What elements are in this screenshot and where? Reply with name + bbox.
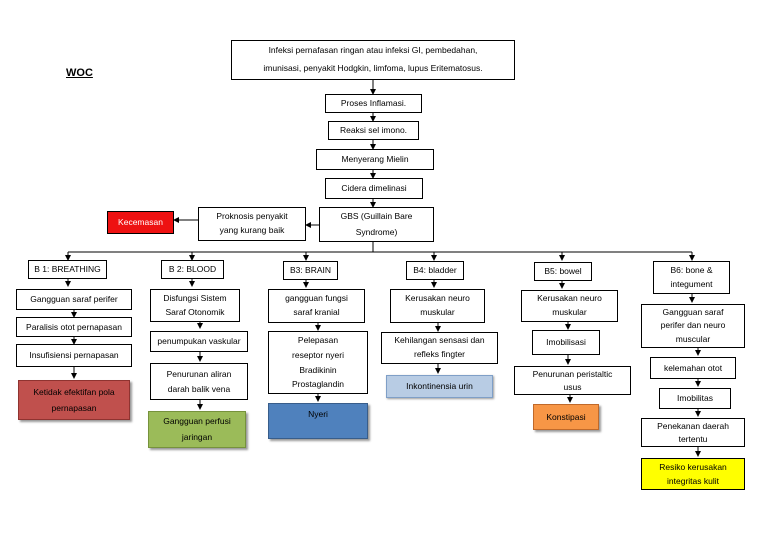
cause-line-1: Infeksi pernafasan ringan atau infeksi G… <box>268 45 478 56</box>
b2-item-3-line-2: darah balik vena <box>167 383 231 394</box>
b1-diagnosis-line-2: pernapasan <box>51 403 97 413</box>
b6-item-2: kelemahan otot <box>650 357 736 379</box>
b2-item-3-line-1: Penurunan aliran <box>166 369 232 380</box>
gbs-line-1: GBS (Guillain Bare <box>340 211 413 222</box>
b2-item-3: Penurunan aliran darah balik vena <box>150 363 248 400</box>
gbs-box: GBS (Guillain Bare Syndrome) <box>319 207 434 242</box>
b1-item-1: Gangguan saraf perifer <box>16 289 132 310</box>
b6-header-line-1: B6: bone & <box>670 264 713 275</box>
b6-header: B6: bone & integument <box>653 261 730 294</box>
b6-diagnosis-line-1: Resiko kerusakan <box>659 461 727 472</box>
b3-header: B3: BRAIN <box>283 261 338 280</box>
b3-item-1-line-2: saraf kranial <box>293 307 340 317</box>
cause-box: Infeksi pernafasan ringan atau infeksi G… <box>231 40 515 80</box>
b3-item-2: Pelepasan reseptor nyeri Bradikinin Pros… <box>268 331 368 394</box>
b2-item-1: Disfungsi Sistem Saraf Otonomik <box>150 289 240 322</box>
b5-item-3-line-2: usus <box>563 381 582 392</box>
b5-item-1-line-1: Kerusakan neuro <box>537 293 602 304</box>
b2-item-1-line-2: Saraf Otonomik <box>165 306 225 317</box>
b5-item-3: Penurunan peristaltic usus <box>514 366 631 395</box>
b2-diagnosis-line-2: jaringan <box>181 431 213 442</box>
b3-diagnosis: Nyeri <box>268 403 368 439</box>
proses-inflamasi-box: Proses Inflamasi. <box>325 94 422 113</box>
b6-item-3: Imobilitas <box>659 388 731 409</box>
cause-line-2: imunisasi, penyakit Hodgkin, limfoma, lu… <box>263 63 483 73</box>
b3-item-2-line-1: Pelepasan <box>297 334 339 345</box>
b2-item-1-line-1: Disfungsi Sistem <box>163 292 227 303</box>
b4-header: B4: bladder <box>406 261 464 280</box>
reaksi-sel-box: Reaksi sel imono. <box>328 121 419 140</box>
b3-item-2-line-4: Prostaglandin <box>292 379 344 390</box>
b3-item-1: gangguan fungsi saraf kranial <box>268 289 365 323</box>
b2-diagnosis: Gangguan perfusi jaringan <box>148 411 246 448</box>
menyerang-mielin-box: Menyerang Mielin <box>316 149 434 170</box>
b5-item-1: Kerusakan neuro muskular <box>521 290 618 322</box>
b1-diagnosis: Ketidak efektifan pola pernapasan <box>18 380 130 420</box>
cidera-box: Cidera dimelinasi <box>325 178 423 199</box>
b6-item-4-line-2: tertentu <box>678 433 708 444</box>
b6-diagnosis: Resiko kerusakan integritas kulit <box>641 458 745 490</box>
b6-item-1-line-2: perifer dan neuro <box>660 320 726 331</box>
b2-diagnosis-line-1: Gangguan perfusi <box>163 416 231 427</box>
b1-diagnosis-line-1: Ketidak efektifan pola <box>33 386 115 397</box>
b4-item-2: Kehilangan sensasi dan refleks fingter <box>381 332 498 364</box>
kecemasan-box: Kecemasan <box>107 211 174 234</box>
b4-item-1-line-2: muskular <box>420 307 455 317</box>
proknosis-line-1: Proknosis penyakit <box>216 211 288 222</box>
gbs-line-2: Syndrome) <box>355 226 398 237</box>
b1-header: B 1: BREATHING <box>28 260 107 279</box>
b6-item-1: Gangguan saraf perifer dan neuro muscula… <box>641 304 745 348</box>
proknosis-line-2: yang kurang baik <box>219 225 285 235</box>
b6-header-line-2: integument <box>670 278 713 289</box>
page-title: WOC <box>66 67 93 79</box>
b2-item-2: penumpukan vaskular <box>150 331 248 352</box>
b6-item-1-line-3: muscular <box>675 333 711 344</box>
b5-header: B5: bowel <box>534 262 592 281</box>
b4-item-2-line-2: refleks fingter <box>413 349 466 359</box>
b4-item-1-line-1: Kerusakan neuro <box>405 293 470 304</box>
b5-item-3-line-1: Penurunan peristaltic <box>532 368 613 379</box>
b4-item-2-line-1: Kehilangan sensasi dan <box>394 335 485 346</box>
b5-item-2: Imobilisasi <box>532 330 600 355</box>
proknosis-box: Proknosis penyakit yang kurang baik <box>198 207 306 241</box>
b5-item-1-line-2: muskular <box>552 307 587 317</box>
b4-item-1: Kerusakan neuro muskular <box>390 289 485 323</box>
b2-header: B 2: BLOOD <box>161 260 224 279</box>
b5-diagnosis: Konstipasi <box>533 404 599 430</box>
b1-item-2: Paralisis otot pernapasan <box>16 317 132 337</box>
b3-item-2-line-3: Bradikinin <box>299 364 337 375</box>
b6-diagnosis-line-2: integritas kulit <box>667 476 719 486</box>
b4-diagnosis: Inkontinensia urin <box>386 375 493 398</box>
b3-item-1-line-1: gangguan fungsi <box>285 293 348 304</box>
b1-item-3: Insufisiensi pernapasan <box>16 344 132 367</box>
b3-item-2-line-2: reseptor nyeri <box>292 349 344 360</box>
b6-item-1-line-1: Gangguan saraf <box>662 307 724 318</box>
b6-item-4: Penekanan daerah tertentu <box>641 418 745 447</box>
b6-item-4-line-1: Penekanan daerah <box>657 420 729 431</box>
